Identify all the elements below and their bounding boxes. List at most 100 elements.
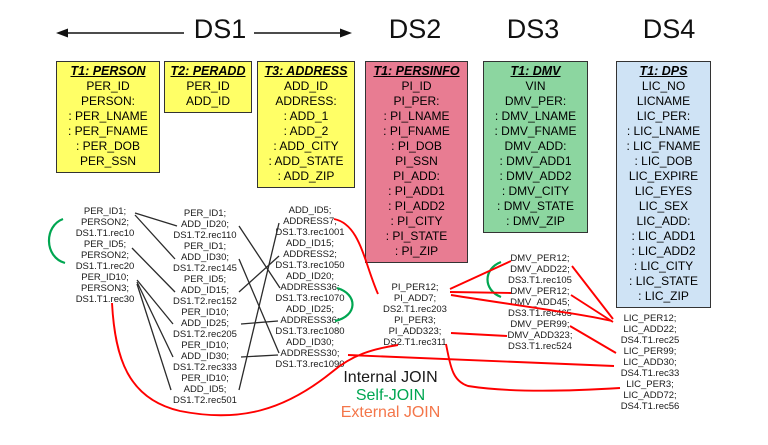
field-row: : PI_STATE xyxy=(385,229,448,243)
join-legend: Internal JOIN Self-JOIN External JOIN xyxy=(308,369,473,422)
field-row: PI_PER: xyxy=(393,94,440,108)
field-row: ADDRESS: xyxy=(275,94,337,108)
field-row: : LIC_ADD2 xyxy=(631,244,696,258)
legend-self-join: Self-JOIN xyxy=(355,386,426,404)
record: PER_ID10;ADD_ID30;DS1.T2.rec333 xyxy=(173,340,237,373)
arrowhead-left-icon xyxy=(56,28,68,38)
ds1-label: DS1 xyxy=(193,14,247,44)
field-row: : ADD_2 xyxy=(283,124,329,138)
table-title-person: T1: PERSON xyxy=(70,64,146,78)
record: PER_ID1;PERSON2;DS1.T1.rec10 xyxy=(75,206,135,239)
record: DMV_PER12;DMV_ADD45;DS3.T1.rec465 xyxy=(508,286,572,319)
record: PI_PER3;PI_ADD323;DS2.T1.rec311 xyxy=(383,315,447,348)
field-row: PER_SSN xyxy=(79,154,137,168)
field-row: : LIC_ADD1 xyxy=(631,229,696,243)
field-row: : LIC_FNAME xyxy=(626,139,701,153)
field-row: PER_ID xyxy=(86,79,130,93)
ds2-label: DS2 xyxy=(388,14,442,44)
field-row: : DMV_FNAME xyxy=(494,124,577,138)
record: PER_ID1;ADD_ID30;DS1.T2.rec145 xyxy=(173,241,237,274)
field-row: LICNAME xyxy=(636,94,691,108)
table-title-address: T3: ADDRESS xyxy=(264,64,348,78)
field-row: : DMV_ZIP xyxy=(506,214,565,228)
ds3-label: DS3 xyxy=(506,14,560,44)
field-row: PER_ID xyxy=(186,79,230,93)
record: PER_ID5;PERSON2;DS1.T1.rec20 xyxy=(75,239,135,272)
field-row: LIC_SEX xyxy=(638,199,689,213)
field-row: : LIC_CITY xyxy=(633,259,694,273)
record: PER_ID5;ADD_ID15;DS1.T2.rec152 xyxy=(173,274,237,307)
record: ADD_ID25;ADDRESS36;DS1.T3.rec1080 xyxy=(275,304,345,337)
field-row: : DMV_STATE xyxy=(497,199,574,213)
arrowhead-right-icon xyxy=(340,28,352,38)
legend-internal-join: Internal JOIN xyxy=(343,369,438,386)
field-row: : ADD_1 xyxy=(283,109,329,123)
record: LIC_PER12;LIC_ADD22;DS4.T1.rec25 xyxy=(620,313,680,346)
field-row: LIC_EYES xyxy=(634,184,693,198)
field-row: LIC_PER: xyxy=(636,109,691,123)
field-row: : PI_CITY xyxy=(390,214,443,228)
field-row: LIC_EXPIRE xyxy=(628,169,699,183)
field-row: : DMV_LNAME xyxy=(494,109,577,123)
field-row: : LIC_ZIP xyxy=(638,289,689,303)
record: PER_ID1;ADD_ID20;DS1.T2.rec110 xyxy=(173,208,237,241)
field-row: DMV_ADD: xyxy=(504,139,567,153)
field-row: : PI_ADD2 xyxy=(388,199,445,213)
legend-external-join: External JOIN xyxy=(340,404,441,421)
record: LIC_PER3;LIC_ADD72;DS4.T1.rec56 xyxy=(620,379,680,412)
record: PI_PER12;PI_ADD7;DS2.T1.rec203 xyxy=(383,282,447,315)
record: ADD_ID15;ADDRESS2;DS1.T3.rec1050 xyxy=(275,238,345,271)
field-row: : LIC_DOB xyxy=(634,154,693,168)
field-row: PERSON: xyxy=(80,94,135,108)
record: DMV_PER99;DMV_ADD323;DS3.T1.rec524 xyxy=(507,319,573,352)
table-title-dps: T1: DPS xyxy=(639,64,688,78)
field-row: : DMV_ADD1 xyxy=(499,154,572,168)
field-row: PI_ID xyxy=(401,79,432,93)
field-row: : PER_DOB xyxy=(75,139,141,153)
field-row: LIC_ADD: xyxy=(636,214,691,228)
record: PER_ID10;PERSON3;DS1.T1.rec30 xyxy=(75,272,135,305)
field-row: ADD_ID xyxy=(283,79,328,93)
field-row: : PI_LNAME xyxy=(383,109,450,123)
table-title-persinfo: T1: PERSINFO xyxy=(373,64,460,78)
field-row: DMV_PER: xyxy=(504,94,567,108)
field-row: : PI_ZIP xyxy=(394,244,439,258)
field-row: : ADD_CITY xyxy=(273,139,339,153)
record: DMV_PER12;DMV_ADD22;DS3.T1.rec105 xyxy=(508,253,572,286)
field-row: : DMV_ADD2 xyxy=(499,169,572,183)
field-row: LIC_NO xyxy=(641,79,686,93)
field-row: : PER_FNAME xyxy=(67,124,148,138)
record: PER_ID10;ADD_ID25;DS1.T2.rec205 xyxy=(173,307,237,340)
ds4-label: DS4 xyxy=(642,14,696,44)
field-row: : ADD_ZIP xyxy=(277,169,335,183)
table-title-peradd: T2: PERADD xyxy=(170,64,246,78)
record: PER_ID10;ADD_ID5;DS1.T2.rec501 xyxy=(173,373,237,406)
field-row: : LIC_LNAME xyxy=(626,124,701,138)
field-row: : PI_DOB xyxy=(391,139,442,153)
record: LIC_PER99;LIC_ADD30;DS4.T1.rec33 xyxy=(620,346,680,379)
record: ADD_ID20;ADDRESS36;DS1.T3.rec1070 xyxy=(275,271,345,304)
field-row: PI_ADD: xyxy=(393,169,440,183)
field-row: : PI_FNAME xyxy=(383,124,450,138)
field-row: VIN xyxy=(525,79,546,93)
field-row: PI_SSN xyxy=(395,154,438,168)
field-row: : DMV_CITY xyxy=(501,184,570,198)
record: ADD_ID30;ADDRESS30;DS1.T3.rec1090 xyxy=(275,337,345,370)
field-row: : ADD_STATE xyxy=(268,154,344,168)
